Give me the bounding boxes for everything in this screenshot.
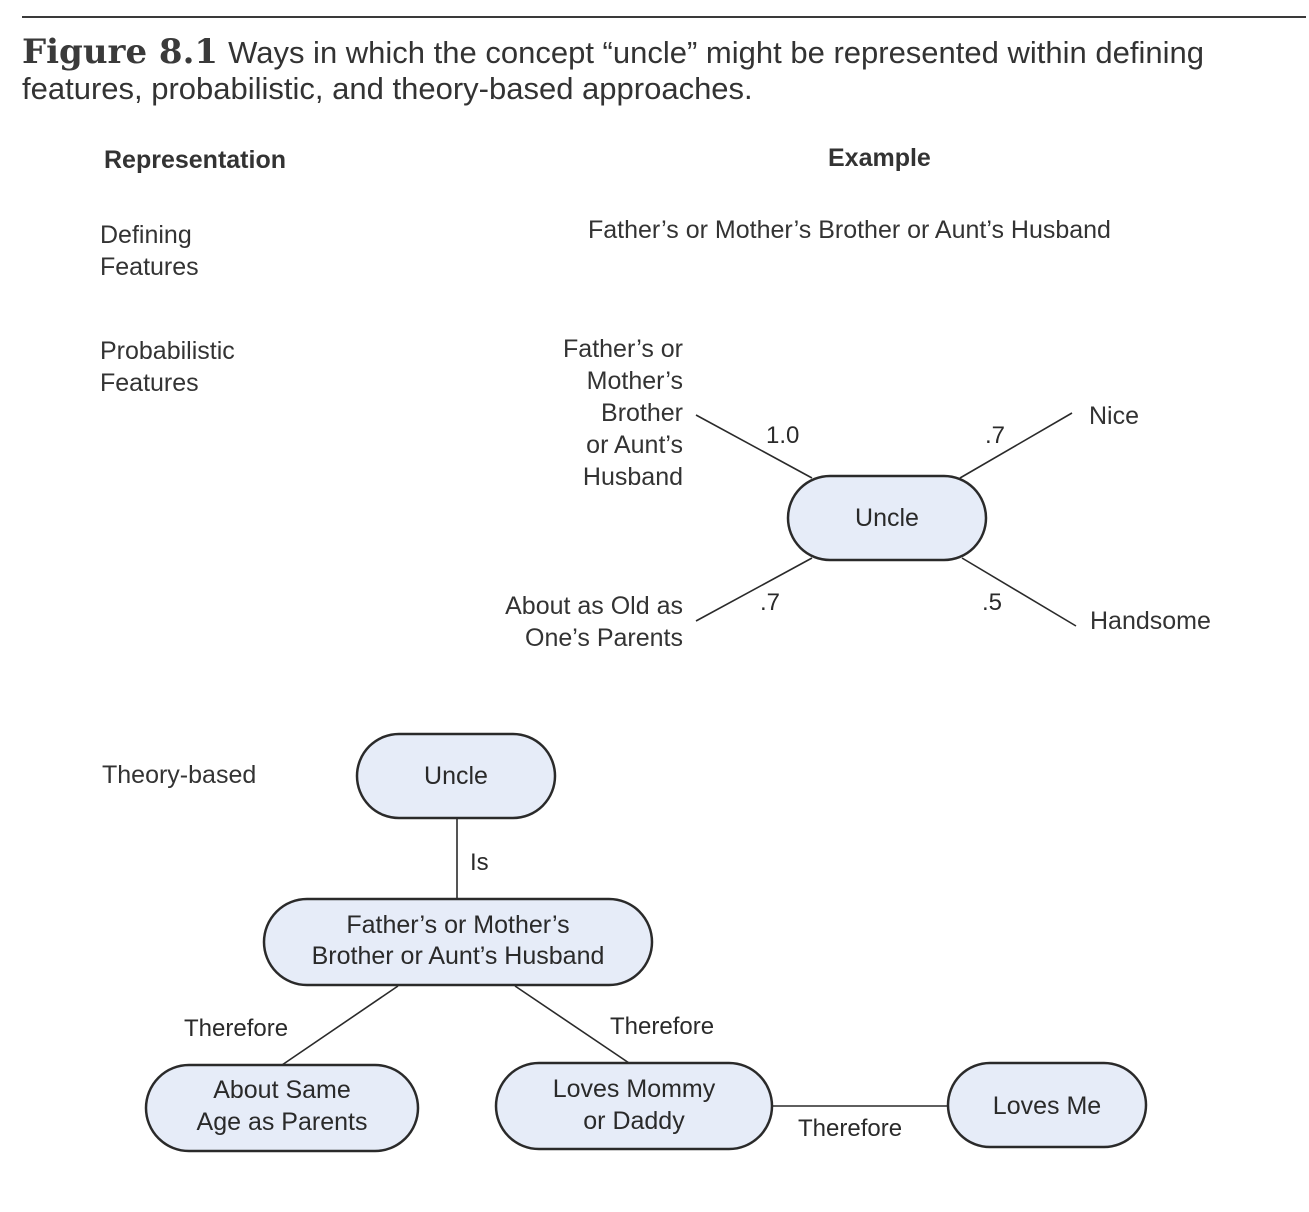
feature-relation: Father’s or Mother’s Brother or Aunt’s H… bbox=[500, 333, 683, 493]
feature-line: Father’s or bbox=[563, 335, 683, 363]
node-text: Father’s or Mother’s bbox=[346, 911, 569, 939]
node-text: Loves Me bbox=[993, 1092, 1101, 1120]
feature-nice: Nice bbox=[1089, 402, 1140, 430]
feature-line: or Aunt’s bbox=[586, 431, 683, 459]
label-line: Probabilistic bbox=[100, 337, 235, 365]
node-text: Uncle bbox=[855, 504, 919, 532]
defining-features-label: Defining Features bbox=[100, 219, 199, 283]
caption-text: Ways in which the concept “uncle” might … bbox=[22, 35, 1204, 106]
weight-age: .7 bbox=[760, 589, 780, 616]
probabilistic-features-label: Probabilistic Features bbox=[100, 335, 235, 399]
node-age: About Same Age as Parents bbox=[144, 1063, 420, 1153]
node-relation: Father’s or Mother’s Brother or Aunt’s H… bbox=[262, 897, 654, 987]
node-text: Loves Mommy bbox=[553, 1075, 716, 1103]
feature-line: About as Old as bbox=[505, 592, 683, 620]
edge-label-therefore-left: Therefore bbox=[184, 1015, 288, 1042]
feature-line: One’s Parents bbox=[525, 624, 683, 652]
feature-line: Brother bbox=[601, 399, 683, 427]
weight-handsome: .5 bbox=[982, 589, 1002, 616]
edge-label-therefore-right: Therefore bbox=[610, 1013, 714, 1040]
label-line: Features bbox=[100, 369, 199, 397]
node-text: or Daddy bbox=[583, 1107, 685, 1135]
node-uncle-theory: Uncle bbox=[355, 732, 557, 820]
edge-relation bbox=[695, 414, 813, 479]
theory-based-label: Theory-based bbox=[102, 761, 257, 789]
edge-age bbox=[695, 557, 813, 622]
figure-number: Figure 8.1 bbox=[22, 32, 219, 72]
edge-label-therefore-me: Therefore bbox=[798, 1115, 902, 1142]
weight-relation: 1.0 bbox=[766, 422, 799, 449]
node-uncle-probabilistic: Uncle bbox=[786, 474, 988, 562]
example-header: Example bbox=[828, 144, 931, 172]
edge-handsome bbox=[961, 557, 1077, 627]
feature-age: About as Old as One’s Parents bbox=[440, 590, 683, 654]
feature-line: Husband bbox=[582, 463, 683, 491]
label-line: Defining bbox=[100, 221, 192, 249]
edge-therefore-right bbox=[514, 985, 633, 1066]
label-line: Features bbox=[100, 253, 199, 281]
feature-line: Mother’s bbox=[586, 367, 683, 395]
node-text: Age as Parents bbox=[197, 1108, 368, 1136]
weight-nice: .7 bbox=[985, 422, 1005, 449]
feature-handsome: Handsome bbox=[1090, 607, 1211, 635]
edge-therefore-left bbox=[281, 985, 399, 1066]
representation-header: Representation bbox=[104, 146, 286, 174]
edge-label-is: Is bbox=[470, 849, 489, 876]
node-loves-parents: Loves Mommy or Daddy bbox=[494, 1061, 774, 1151]
node-text: Brother or Aunt’s Husband bbox=[312, 942, 605, 970]
defining-features-example: Father’s or Mother’s Brother or Aunt’s H… bbox=[588, 216, 1111, 244]
node-loves-me: Loves Me bbox=[946, 1061, 1148, 1149]
top-rule bbox=[22, 16, 1306, 18]
node-text: About Same bbox=[213, 1076, 351, 1104]
edge-nice bbox=[959, 412, 1073, 479]
node-text: Uncle bbox=[424, 762, 488, 790]
